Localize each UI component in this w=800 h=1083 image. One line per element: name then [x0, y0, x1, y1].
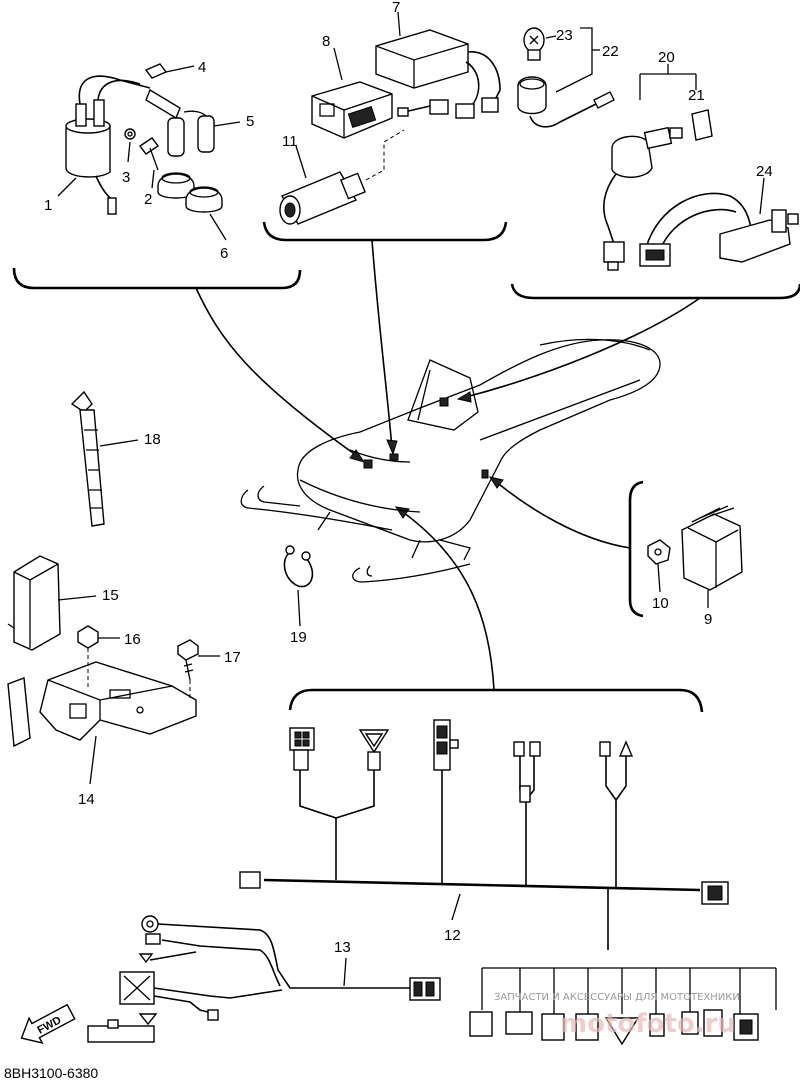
- leader-arrow-ignition: [349, 449, 366, 463]
- dashed-guide-11: [365, 129, 405, 181]
- callout-18: 18: [144, 431, 161, 448]
- callout-20: 20: [658, 49, 675, 66]
- leader-8: [333, 47, 343, 81]
- callout-5: 5: [246, 113, 254, 130]
- leader-6: [209, 213, 227, 241]
- leader-arrow-switch: [456, 391, 472, 403]
- bulb-socket: [517, 76, 615, 128]
- bracket-nut: [77, 625, 99, 649]
- group-bracket-right: [510, 283, 800, 300]
- leader-23: [545, 35, 557, 39]
- rectifier-regulator: [681, 505, 743, 591]
- callout-16: 16: [124, 631, 141, 648]
- leader-3: [127, 141, 131, 163]
- leader-line-harness: [399, 509, 495, 691]
- resistor-cap: [279, 171, 367, 225]
- washer: [124, 128, 136, 140]
- snowmobile-outline: [240, 338, 661, 583]
- leader-10: [657, 563, 661, 593]
- callout-15: 15: [102, 587, 119, 604]
- engine-stop-switch: [639, 192, 799, 267]
- group-bracket-middle: [262, 221, 508, 242]
- leader-7: [397, 11, 401, 37]
- spark-plug-cap: [145, 88, 215, 157]
- switch-knob-21: [691, 109, 713, 141]
- callout-12: 12: [444, 927, 461, 944]
- callout-14: 14: [78, 791, 95, 808]
- callout-1: 1: [44, 197, 52, 214]
- leader-1: [57, 177, 77, 197]
- callout-9: 9: [704, 611, 712, 628]
- diagram-code: 8BH3100-6380: [4, 1065, 98, 1081]
- callout-21: 21: [688, 87, 705, 104]
- cover-plate: [7, 555, 61, 651]
- callout-7: 7: [392, 0, 400, 16]
- callout-11: 11: [282, 133, 298, 150]
- leader-arrow-harness: [394, 506, 410, 519]
- leader-24: [759, 177, 765, 215]
- cdi-bracket: [311, 81, 393, 139]
- callout-17: 17: [224, 649, 241, 666]
- leader-11: [295, 145, 307, 179]
- callout-13: 13: [334, 939, 351, 956]
- watermark-logo: motofoto.ru: [560, 1009, 736, 1039]
- callout-24: 24: [756, 163, 773, 180]
- callout-6: 6: [220, 245, 228, 262]
- leader-4: [165, 65, 195, 73]
- plug-cap-clip: [144, 63, 168, 79]
- callout-10: 10: [652, 595, 669, 612]
- group-bracket-left: [12, 267, 302, 290]
- wire-clamp: [283, 545, 314, 588]
- bracket-bolt: [177, 639, 199, 681]
- leader-line-cdi: [371, 239, 393, 449]
- sub-harness: [87, 915, 441, 1043]
- grommet: [157, 172, 223, 213]
- leader-19: [297, 589, 301, 627]
- wire-harness: [239, 719, 777, 1046]
- nut: [647, 539, 671, 565]
- leader-18: [99, 439, 139, 447]
- leader-arrow-regulator: [488, 476, 504, 489]
- main-switch: [603, 126, 683, 271]
- leader-5: [213, 121, 241, 127]
- mounting-bracket: [7, 648, 197, 748]
- leader-arrow-cdi: [386, 439, 398, 456]
- leader-line-regulator: [493, 479, 631, 549]
- leader-line-ignition: [195, 287, 361, 459]
- callout-3: 3: [122, 169, 130, 186]
- leader-2: [151, 169, 155, 189]
- leader-12: [451, 893, 461, 921]
- callout-4: 4: [198, 59, 206, 76]
- group-bracket-harness: [288, 688, 704, 713]
- leader-14: [89, 735, 97, 785]
- forward-direction-icon: FWD: [20, 1003, 76, 1044]
- fwd-label: FWD: [36, 1014, 64, 1036]
- cdi-unit: [375, 29, 501, 119]
- bracket-22: [555, 27, 593, 93]
- leader-15: [57, 595, 97, 601]
- callout-8: 8: [322, 33, 330, 50]
- leader-line-switch: [461, 297, 701, 399]
- callout-2: 2: [144, 191, 152, 208]
- watermark-text: ЗАПЧАСТИ И АКСЕССУАРЫ ДЛЯ МОТОТЕХНИКИ: [494, 992, 740, 1003]
- ignition-coil: [65, 75, 151, 215]
- callout-22: 22: [602, 43, 619, 60]
- screw: [138, 137, 160, 171]
- leader-13: [343, 957, 347, 987]
- callout-19: 19: [290, 629, 307, 646]
- callout-23: 23: [556, 27, 573, 44]
- group-bracket-regulator: [628, 480, 644, 618]
- cable-tie: [70, 390, 105, 527]
- indicator-bulb: [523, 27, 545, 61]
